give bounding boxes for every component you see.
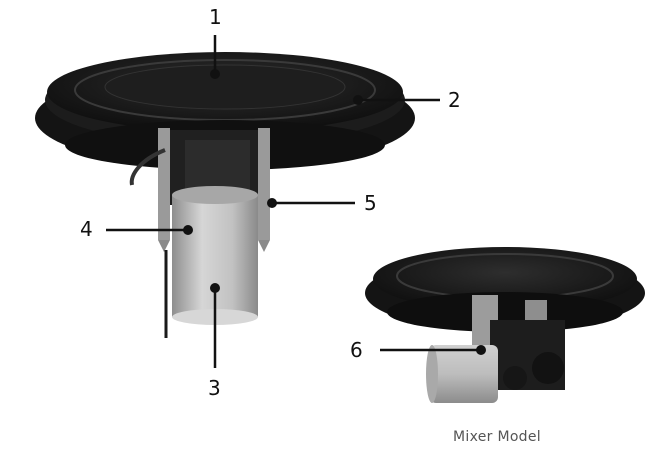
bracket-right-tip [258, 240, 270, 252]
mixer-motor-knob [532, 352, 564, 384]
callout-4-label: 4 [80, 217, 93, 241]
cylinder-top [172, 186, 258, 204]
bracket-left [158, 128, 170, 240]
callout-6-label: 6 [350, 338, 363, 362]
mixer-top-ring [373, 247, 637, 311]
mixer-unit [365, 247, 645, 403]
mixer-cylinder-end [426, 345, 438, 403]
callout-1-dot [210, 69, 220, 79]
callouts [106, 35, 486, 368]
mixer-cylinder [430, 345, 498, 403]
callout-3-dot [210, 283, 220, 293]
callout-5-label: 5 [364, 191, 377, 215]
mixer-caption: Mixer Model [453, 429, 541, 445]
top-ring-inner [104, 64, 346, 110]
callout-2-label: 2 [448, 88, 461, 112]
motor-block [185, 140, 250, 190]
bracket-right [258, 128, 270, 240]
callout-6-dot [476, 345, 486, 355]
main-unit [35, 52, 415, 338]
callout-2-dot [353, 95, 363, 105]
mixer-motor-cap [503, 366, 527, 390]
callout-3-label: 3 [208, 376, 221, 400]
callout-4-dot [183, 225, 193, 235]
cable [129, 148, 166, 186]
callout-5-dot [267, 198, 277, 208]
bracket-left-tip [158, 240, 170, 252]
callout-1-label: 1 [209, 5, 222, 29]
